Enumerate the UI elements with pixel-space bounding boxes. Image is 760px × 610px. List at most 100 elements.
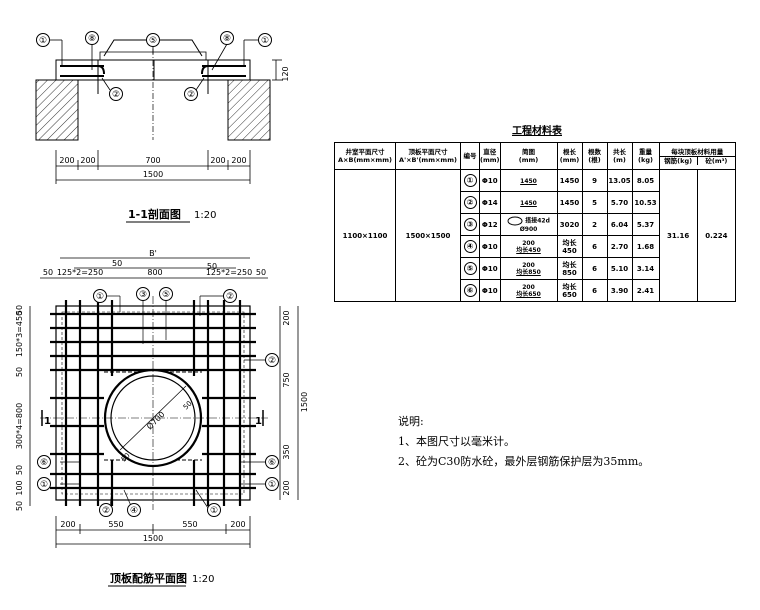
plan-scale: 1:20 <box>192 574 214 585</box>
row-dia: Φ12 <box>479 213 501 236</box>
header-sub: (根) <box>588 156 601 164</box>
header-bar-len: 根长 (mm) <box>556 142 583 170</box>
callout-label: ② <box>268 356 276 366</box>
header-steel: 钢筋(kg) <box>660 156 698 165</box>
shape-len: 1450 <box>520 199 537 207</box>
callout-label: ④ <box>130 506 138 516</box>
bar-len-value: 850 <box>562 268 577 277</box>
callout-label: ① <box>96 292 104 302</box>
row-no: ③ <box>463 218 477 231</box>
row-dia: Φ10 <box>479 257 501 280</box>
row-dia: Φ10 <box>479 169 501 192</box>
section-scale: 1:20 <box>194 210 216 221</box>
dim-label: 50 <box>15 367 24 377</box>
dim-label: 200 <box>60 520 75 529</box>
dim-total: 1500 <box>143 170 163 179</box>
note-item: 2、砼为C30防水砼，最外层钢筋保护层为35mm。 <box>398 455 650 468</box>
right-wall <box>227 79 271 141</box>
dim-label: 300*4=800 <box>15 403 24 449</box>
dim-label: 50 <box>15 305 24 315</box>
callout-label: ⑤ <box>149 36 157 46</box>
row-dia: Φ14 <box>479 191 501 214</box>
header-count: 根数 (根) <box>581 142 608 170</box>
header-slab-size: 顶板平面尺寸 A'×B'(mm×mm) <box>395 142 461 170</box>
row-no: ⑥ <box>463 284 477 297</box>
cell-concrete-total: 0.224 <box>696 169 737 302</box>
row-total-len: 5.10 <box>606 257 633 280</box>
dim-label: 200 <box>80 156 95 165</box>
dim-label: 50 <box>256 268 266 277</box>
section-mark-right: 1 <box>255 416 262 427</box>
dim-label: 200 <box>231 156 246 165</box>
row-no: ⑤ <box>463 262 477 275</box>
bar-len-note: 均长 <box>562 260 577 269</box>
dim-label: 350 <box>282 444 291 459</box>
notes: 说明: 1、本图尺寸以毫米计。 2、砼为C30防水砼，最外层钢筋保护层为35mm… <box>398 412 649 472</box>
shape-len: 200 <box>522 261 535 269</box>
row-count: 6 <box>581 235 608 258</box>
header-text: 井室平面尺寸 <box>345 148 385 156</box>
plan-view: B' 50 50 125*2=250 800 50 125*2=250 50 <box>15 249 309 587</box>
bar-len-value: 650 <box>562 290 577 299</box>
dim-label: 125*2=250 <box>57 268 103 277</box>
header-sub: (mm) <box>559 156 580 164</box>
header-no: 编号 <box>460 142 480 170</box>
dim-label: 200 <box>282 480 291 495</box>
table-row: ② Φ14 1450 1450 5 5.70 10.53 <box>335 191 736 214</box>
header-text: 直径 <box>483 148 497 156</box>
header-sub: A'×B'(mm×mm) <box>399 156 457 164</box>
callout-label: ① <box>39 36 47 46</box>
callout-label: ⑧ <box>223 34 231 44</box>
left-wall <box>35 79 79 141</box>
header-per-slab: 每块顶板材料用量 钢筋(kg) 砼(m³) <box>658 142 736 170</box>
dim-label: 750 <box>282 372 291 387</box>
row-total-len: 6.04 <box>606 213 633 236</box>
header-shape: 简图 (mm) <box>499 142 558 170</box>
dim-label: 50 <box>43 268 53 277</box>
vertical-rebars <box>64 300 242 506</box>
table-header-row: 井室平面尺寸 A×B(mm×mm) 顶板平面尺寸 A'×B'(mm×mm) 编号… <box>334 142 736 170</box>
row-count: 5 <box>581 191 608 214</box>
row-shape: 搭接42d Ø900 <box>499 213 558 236</box>
ring-dim: 50 <box>182 399 194 411</box>
bar-len-note: 均长 <box>562 238 577 247</box>
row-total-len: 13.05 <box>606 169 633 192</box>
row-no: ① <box>463 174 477 187</box>
row-no: ② <box>463 196 477 209</box>
bar-len-note: 均长 <box>562 282 577 291</box>
callout-label: ① <box>40 480 48 490</box>
header-sub: (mm) <box>518 156 539 164</box>
section-view: ① ⑧ ⑤ ⑧ ① ② ② 120 <box>35 31 290 223</box>
header-text: 共长 <box>613 148 626 156</box>
dim-label: 550 <box>108 520 123 529</box>
row-bar-len: 1450 <box>556 191 583 214</box>
dim-label: 50 <box>15 465 24 475</box>
ring-dim: 50 <box>120 451 132 463</box>
header-text: 根长 <box>563 148 576 156</box>
callout-circle <box>36 33 50 47</box>
callout-label: ② <box>112 90 120 100</box>
header-dia: 直径 (mm) <box>479 142 501 170</box>
header-text: 重量 <box>639 148 652 156</box>
row-bar-len: 1450 <box>556 169 583 192</box>
row-total-len: 3.90 <box>606 279 633 302</box>
callout-label: ② <box>187 90 195 100</box>
dim-total: 1500 <box>143 534 163 543</box>
header-text: 每块顶板材料用量 <box>671 147 724 156</box>
dim-label: 200 <box>230 520 245 529</box>
header-total-len: 共长 (m) <box>606 142 633 170</box>
header-concrete: 砼(m³) <box>705 156 728 165</box>
row-dia: Φ10 <box>479 235 501 258</box>
dim-total-vertical: 1500 <box>300 392 309 412</box>
dim-label: 150*3=450 <box>15 311 24 357</box>
dim-label: 200 <box>282 310 291 325</box>
